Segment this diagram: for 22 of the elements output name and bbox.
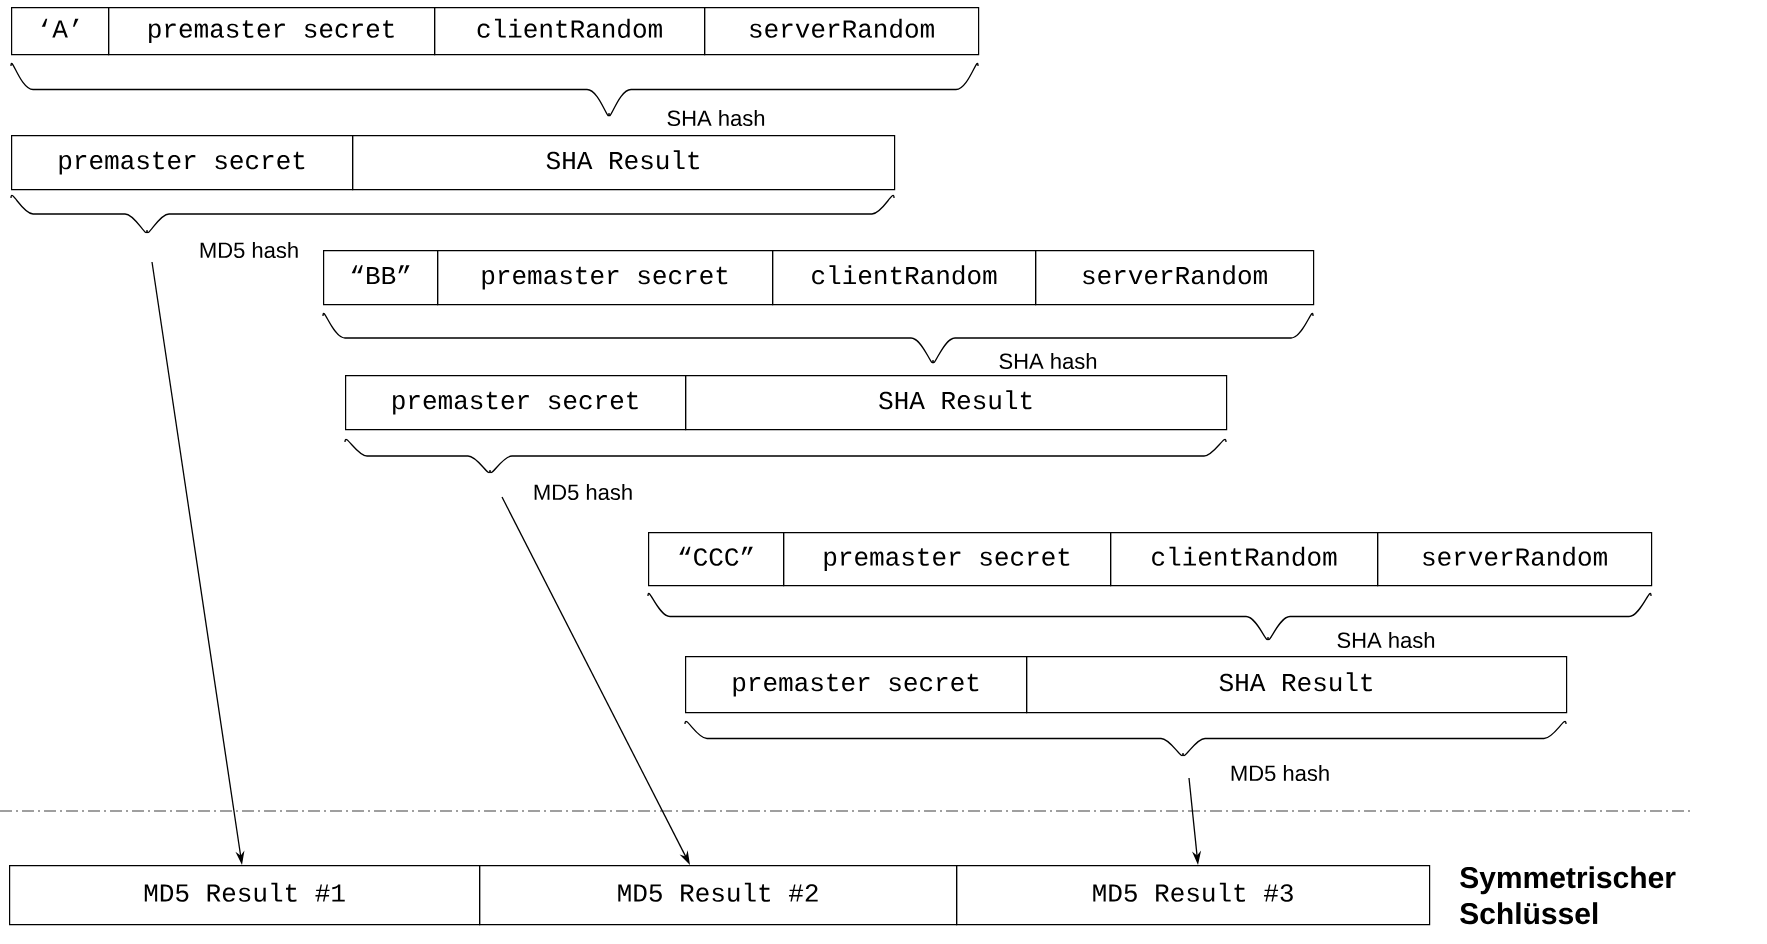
cell: “CCC” bbox=[648, 532, 785, 587]
cell: premaster secret bbox=[11, 135, 354, 191]
cell: premaster secret bbox=[108, 7, 436, 56]
cell: SHA Result bbox=[1026, 656, 1568, 714]
cell: MD5 Result #2 bbox=[479, 865, 958, 926]
result-caption: Symmetrischer Schlüssel bbox=[1460, 866, 1676, 925]
cell: clientRandom bbox=[772, 250, 1037, 306]
cell: SHA Result bbox=[352, 135, 896, 191]
cell: SHA Result bbox=[685, 375, 1228, 431]
cell: MD5 Result #1 bbox=[9, 865, 481, 926]
cell: premaster secret bbox=[685, 656, 1028, 714]
cell: serverRandom bbox=[704, 7, 980, 56]
cell: ‘A’ bbox=[11, 7, 110, 56]
cell: “BB” bbox=[323, 250, 439, 306]
cell: serverRandom bbox=[1377, 532, 1653, 587]
cell: serverRandom bbox=[1035, 250, 1315, 306]
cell: clientRandom bbox=[1110, 532, 1379, 587]
cell: clientRandom bbox=[434, 7, 706, 56]
cell: premaster secret bbox=[345, 375, 687, 431]
cell: premaster secret bbox=[437, 250, 774, 306]
cell: premaster secret bbox=[783, 532, 1112, 587]
cell: MD5 Result #3 bbox=[956, 865, 1431, 926]
